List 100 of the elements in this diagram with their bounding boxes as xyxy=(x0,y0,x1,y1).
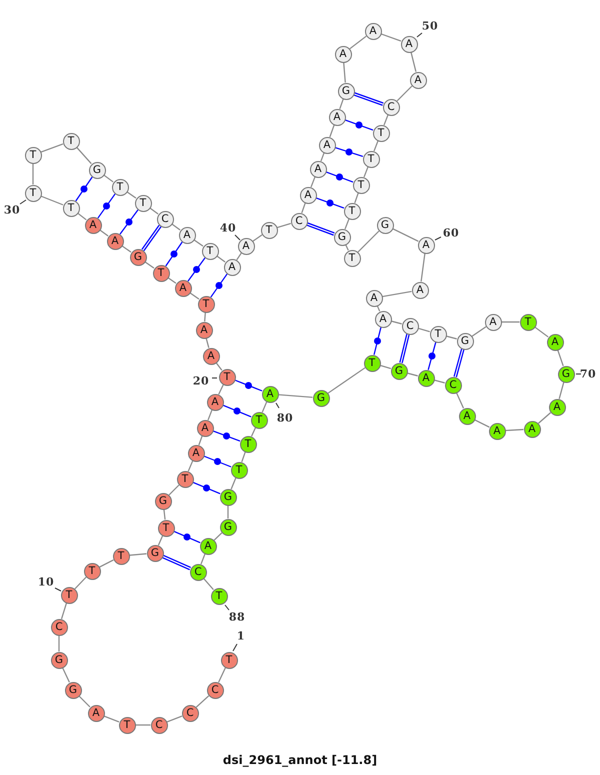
nucleotide-circle: T xyxy=(60,586,78,604)
nucleotide-circle: A xyxy=(546,334,564,350)
base-pair-line xyxy=(234,380,262,392)
backbone-line xyxy=(172,224,180,230)
backbone-line xyxy=(354,192,359,204)
backbone-line xyxy=(472,326,486,337)
nucleotide-circle: A xyxy=(178,226,196,244)
position-number: 30 xyxy=(4,204,20,216)
nucleotide-circle: A xyxy=(364,22,382,40)
backbone-line xyxy=(278,394,313,398)
backbone-line xyxy=(502,321,520,323)
backbone-line xyxy=(534,326,549,338)
backbone-line xyxy=(208,410,212,420)
nucleotide-circle: T xyxy=(218,368,236,386)
nucleotide-circle: G xyxy=(50,652,68,668)
nucleotide-circle: A xyxy=(334,46,352,62)
nucleotide-circle: G xyxy=(146,544,164,562)
backbone-line xyxy=(136,724,150,726)
backbone-line xyxy=(194,239,204,247)
backbone-line xyxy=(77,212,87,220)
nucleotide-circle: C xyxy=(150,716,168,734)
backbone-line xyxy=(200,554,206,564)
base-pair-line xyxy=(222,404,252,418)
backbone-line xyxy=(158,536,164,546)
nucleotide-circle: G xyxy=(456,332,474,350)
base-pair-line xyxy=(165,242,183,266)
nucleotide-circle: T xyxy=(24,184,42,202)
nucleotide-circle: G xyxy=(338,82,354,100)
position-number: 80 xyxy=(276,412,294,424)
backbone-line xyxy=(329,124,335,138)
nucleotide-circle: T xyxy=(84,562,100,580)
backbone-line xyxy=(163,509,166,520)
nucleotide-circle: G xyxy=(154,492,172,510)
backbone-line xyxy=(364,166,368,178)
backbone-line xyxy=(227,506,229,518)
backbone-line xyxy=(420,253,426,282)
backbone-line xyxy=(301,202,306,214)
base-pair-line xyxy=(120,209,138,235)
backbone-line xyxy=(276,222,292,228)
nucleotide-circle: A xyxy=(458,408,476,424)
backbone-line xyxy=(391,320,402,324)
nucleotide-circle: A xyxy=(374,310,392,328)
nucleotide-circle: A xyxy=(418,370,434,386)
nucleotide-circle: G xyxy=(220,518,236,536)
base-pair-line xyxy=(454,348,464,378)
backbone-line xyxy=(407,372,418,376)
backbone-line xyxy=(418,328,430,332)
nucleotide-circle: A xyxy=(202,348,220,364)
nucleotide-circle: T xyxy=(202,242,218,260)
backbone-line xyxy=(392,228,419,242)
base-pair-line xyxy=(344,119,374,131)
base-pair-line xyxy=(212,430,240,442)
position-number: 60 xyxy=(442,226,460,240)
backbone-line xyxy=(214,532,222,541)
nucleotide-circle: C xyxy=(156,210,174,228)
backbone-line xyxy=(198,436,203,446)
nucleotide-circle: A xyxy=(300,186,316,204)
base-pair-line xyxy=(162,554,191,570)
backbone-line xyxy=(241,452,246,462)
nucleotide-circle: C xyxy=(206,682,224,698)
nucleotide-circle: C xyxy=(382,98,400,116)
nucleotide-circle: A xyxy=(400,36,418,52)
base-pair-line xyxy=(75,176,93,202)
nucleotide-circle: T xyxy=(344,202,360,220)
backbone-line xyxy=(384,114,388,126)
nucleotide-circle: G xyxy=(64,682,82,698)
nucleotide-circle: T xyxy=(134,194,152,212)
backbone-line xyxy=(218,384,224,395)
backbone-line xyxy=(100,230,108,236)
nucleotide-circle: A xyxy=(196,322,212,338)
position-number: 10 xyxy=(38,576,54,588)
backbone-line xyxy=(320,152,325,162)
backbone-line xyxy=(103,174,114,182)
base-pair-line xyxy=(204,456,232,468)
backbone-line xyxy=(144,261,154,269)
backbone-line xyxy=(396,86,412,102)
nucleotide-circle: A xyxy=(418,236,434,254)
backbone-line xyxy=(166,716,182,722)
backbone-line xyxy=(190,292,200,300)
nucleotide-circle: A xyxy=(262,386,278,402)
nucleotide-circle: C xyxy=(190,564,206,580)
nucleotide-circle: G xyxy=(390,362,408,380)
backbone-line xyxy=(203,578,214,590)
nucleotide-circle: A xyxy=(548,398,566,416)
backbone-line xyxy=(505,428,524,432)
position-number: 20 xyxy=(192,374,210,388)
nucleotide-circle: T xyxy=(152,264,170,282)
base-pair-line xyxy=(97,194,116,218)
backbone-line xyxy=(40,196,64,206)
backbone-line xyxy=(216,362,222,371)
backbone-line xyxy=(230,478,236,490)
backbone-line xyxy=(358,230,380,252)
backbone-line xyxy=(382,290,412,298)
nucleotide-circle: T xyxy=(24,146,42,164)
backbone-line xyxy=(129,553,147,556)
backbone-line xyxy=(126,191,136,199)
backbone-line xyxy=(339,98,344,110)
nucleotide-circle: T xyxy=(62,132,80,150)
base-pair-line xyxy=(188,258,206,282)
backbone-line xyxy=(78,696,90,708)
